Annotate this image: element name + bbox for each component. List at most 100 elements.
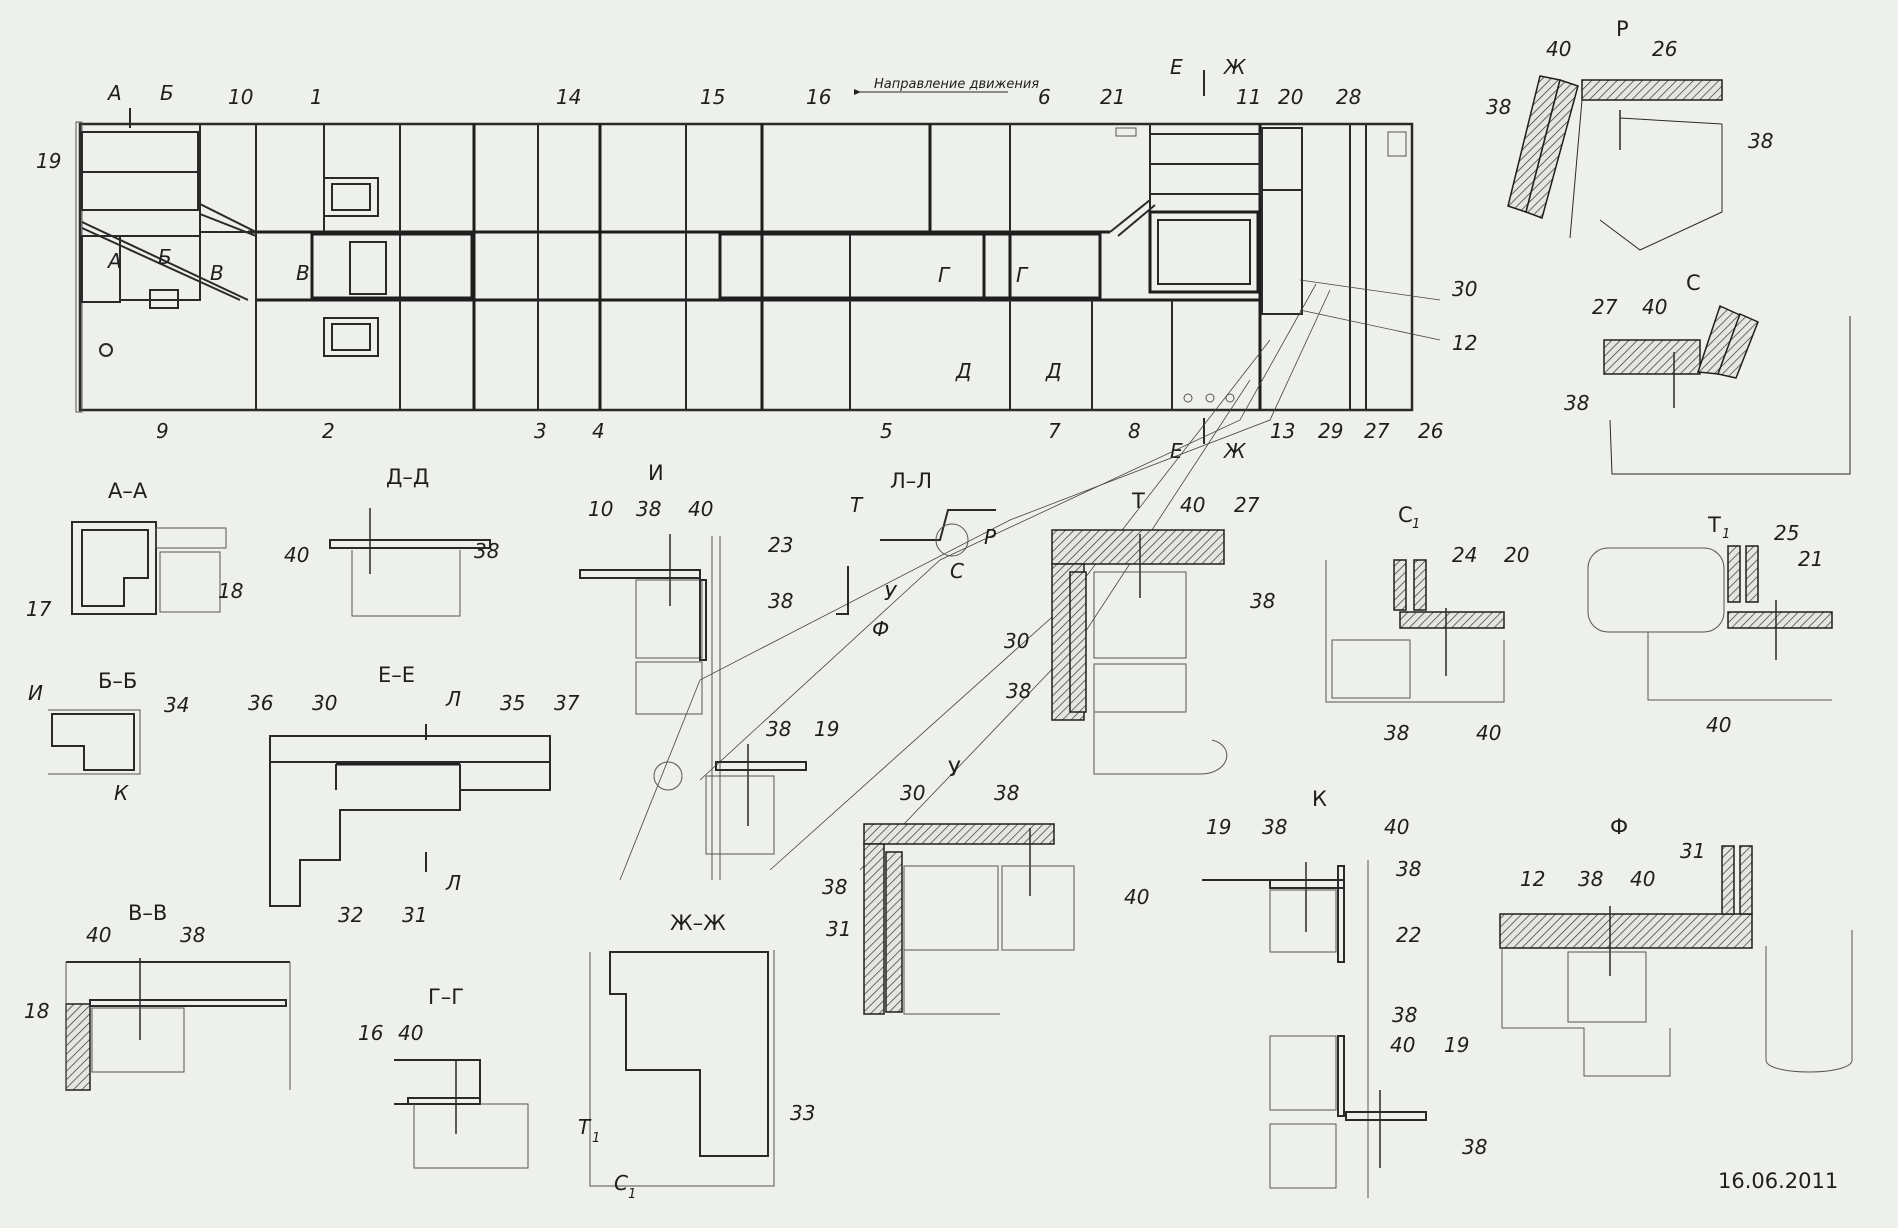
view-vv: В–В 40 38 18	[24, 901, 291, 1091]
view-title: Ф	[1610, 815, 1628, 839]
label: 40	[688, 497, 713, 521]
label: 30	[1004, 629, 1029, 653]
marker-e-top: Е	[1170, 55, 1183, 79]
label: 40	[1476, 721, 1501, 745]
label: 12	[1520, 867, 1545, 891]
label: 10	[588, 497, 613, 521]
marker-zh-bottom: Ж	[1222, 439, 1247, 463]
view-title-sub: 1	[1722, 527, 1730, 542]
label: 40	[284, 543, 309, 567]
label: 38	[1748, 129, 1773, 153]
view-r: Р 40 26 38 38	[1486, 17, 1773, 251]
label: 22	[1396, 923, 1421, 947]
label: 24	[1452, 543, 1477, 567]
label: 38	[768, 589, 793, 613]
callout: 7	[1048, 419, 1061, 443]
label: 19	[1206, 815, 1231, 839]
main-callouts: 10 1 14 15 16 6 21 11 20 28 9 2 3 4 5 7 …	[36, 85, 1477, 443]
label: 40	[398, 1021, 423, 1045]
view-ll: Л–Л Т Р С У Ф	[836, 469, 997, 641]
callout: 15	[700, 85, 725, 109]
callout: 21	[1100, 85, 1125, 109]
view-f: Ф 31 12 38 40	[1499, 815, 1853, 1077]
view-title: С	[1398, 503, 1413, 527]
label: 19	[1444, 1033, 1469, 1057]
label: 23	[768, 533, 793, 557]
label: 38	[180, 923, 205, 947]
label: 40	[1390, 1033, 1415, 1057]
label: 17	[26, 597, 52, 621]
marker-inner-g2: Г	[1016, 263, 1029, 287]
marker-c1-sub: 1	[628, 1187, 636, 1202]
label: 38	[1006, 679, 1031, 703]
label: 38	[1392, 1003, 1417, 1027]
label: 26	[1652, 37, 1677, 61]
label: 40	[86, 923, 111, 947]
view-t1: Т 1 25 21 40	[1587, 513, 1833, 737]
callout: 16	[806, 85, 831, 109]
label: Ф	[872, 617, 889, 641]
label: 38	[474, 539, 499, 563]
callout: 11	[1236, 85, 1261, 109]
marker-zh-top: Ж	[1222, 55, 1247, 79]
label: 37	[554, 691, 580, 715]
view-title: Е–Е	[378, 663, 415, 687]
view-title: У	[948, 757, 961, 781]
label: 38	[1262, 815, 1287, 839]
callout: 30	[1452, 277, 1477, 301]
label: 25	[1774, 521, 1799, 545]
label: 34	[164, 693, 189, 717]
label: Л	[445, 687, 461, 711]
view-title: В–В	[128, 901, 167, 925]
view-zz: Ж–Ж 33 Т 1 С 1	[578, 911, 815, 1202]
label: У	[884, 581, 898, 605]
view-title-sub: 1	[1412, 517, 1420, 532]
marker-inner-v2: В	[296, 261, 310, 285]
label: 27	[1592, 295, 1618, 319]
marker-a: А	[106, 81, 122, 105]
view-bb: Б–Б И 34 К	[28, 669, 189, 805]
label: 40	[1384, 815, 1409, 839]
label: 38	[1486, 95, 1511, 119]
label: 38	[1564, 391, 1589, 415]
label: 33	[790, 1101, 815, 1125]
marker-inner-g1: Г	[938, 263, 951, 287]
view-title: Т	[1131, 489, 1145, 513]
callout: 26	[1418, 419, 1443, 443]
callout: 3	[534, 419, 547, 443]
label: 40	[1630, 867, 1655, 891]
marker-b: Б	[160, 81, 174, 105]
label: Т	[850, 493, 864, 517]
label: 40	[1180, 493, 1205, 517]
view-t: Т 40 27 38 30 38	[1004, 489, 1275, 775]
view-title: Р	[1616, 17, 1629, 41]
transverse-members	[255, 124, 1367, 410]
label: 31	[402, 903, 427, 927]
view-title: Д–Д	[386, 465, 429, 489]
view-aa: А–А 17 18	[26, 479, 243, 621]
marker-inner-v1: В	[210, 261, 224, 285]
marker-inner-d2: Д	[1045, 359, 1062, 383]
view-c1: С 1 24 20 38 40	[1325, 503, 1529, 745]
view-title: К	[1312, 787, 1327, 811]
callout: 29	[1318, 419, 1343, 443]
view-title: И	[648, 461, 664, 485]
view-title: Т	[1707, 513, 1721, 537]
view-title: А–А	[108, 479, 148, 503]
label: 38	[636, 497, 661, 521]
callout: 10	[228, 85, 253, 109]
view-i: И 10 38 40 23 38 38 19	[579, 461, 839, 880]
view-title: Л–Л	[890, 469, 932, 493]
marker-inner-d1: Д	[955, 359, 972, 383]
label: 40	[1706, 713, 1731, 737]
direction-label: Направление движения	[874, 77, 1039, 92]
callout: 2	[322, 419, 335, 443]
label: С	[950, 559, 964, 583]
label: 18	[24, 999, 49, 1023]
callout: 5	[880, 419, 893, 443]
label: Л	[445, 871, 461, 895]
marker-inner-a: А	[106, 249, 122, 273]
label: 31	[1680, 839, 1705, 863]
main-outline	[78, 122, 1414, 412]
